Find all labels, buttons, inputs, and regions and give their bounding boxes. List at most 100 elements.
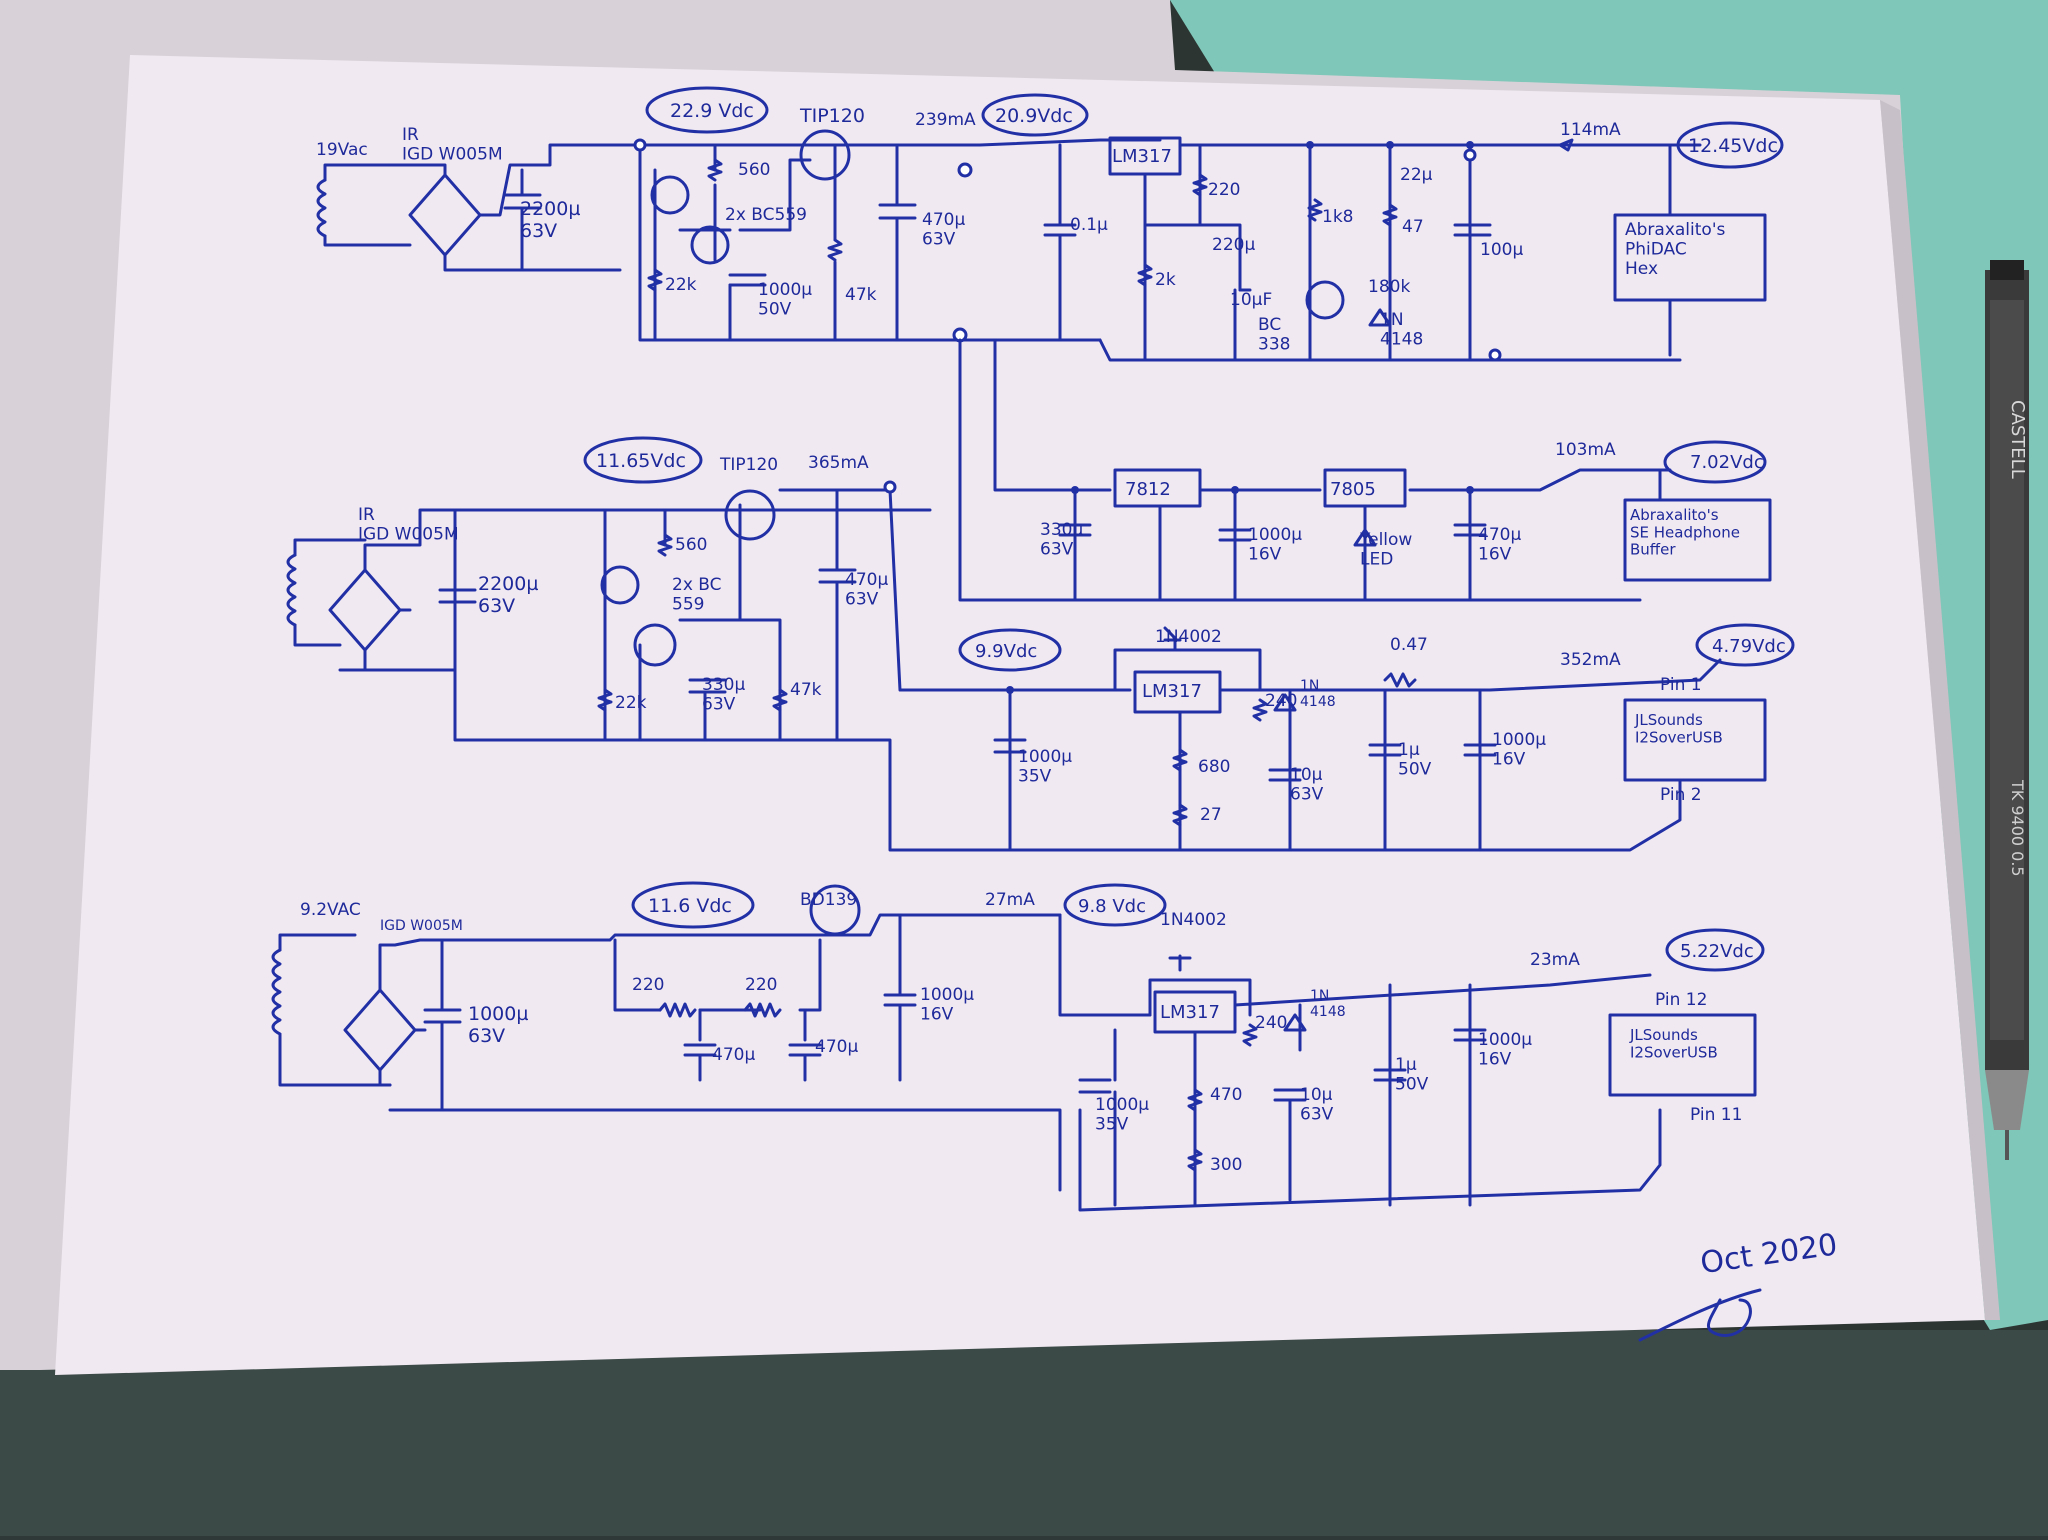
out-v-1: 20.9Vdc [995, 105, 1073, 127]
reg1-r-adj: 2k [1155, 270, 1176, 290]
section-reg-3 [888, 623, 1795, 852]
cap-1000-16-4 [1453, 983, 1487, 1207]
r3-label-1: 47k [845, 285, 877, 305]
cap-100 [1453, 223, 1492, 237]
reg3-pin-top: Pin 1 [1660, 675, 1702, 695]
cap-1000-35-3 [993, 738, 1027, 754]
reg3-r-set: 240 [1265, 691, 1297, 711]
cap-1000-ref-1 [728, 273, 767, 287]
section-rail-1 [316, 86, 1784, 362]
pencil-brand: CASTELL [2007, 400, 2028, 479]
cap-1000-16-3 [1463, 688, 1497, 852]
node-v-ellipse-1 [645, 86, 769, 134]
reg3-r-27: 27 [1200, 805, 1222, 825]
reg1-cap-bc: 10µF [1230, 290, 1272, 310]
cap-2200-2 [438, 588, 477, 604]
q-pair-1: 2x BC559 [725, 205, 807, 225]
load-headphone-buffer [1623, 498, 1772, 582]
resistor-47 [1382, 203, 1398, 227]
cap-470-pair [788, 1008, 822, 1082]
reg1-out-v: 12.45Vdc [1688, 135, 1778, 157]
current-1: 239mA [915, 110, 976, 130]
reg1-r-led: 1k8 [1322, 207, 1353, 227]
cap-1-50-3 [1368, 688, 1402, 852]
reg4-diode: 1N4002 [1160, 910, 1227, 930]
pencil-model: TK 9400 0.5 [2008, 779, 2027, 877]
resistor-27 [1172, 803, 1188, 827]
transistor-q2 [690, 225, 730, 265]
load-jlsounds-1 [1623, 698, 1767, 782]
current-3: 27mA [985, 890, 1035, 910]
reg4-current: 23mA [1530, 950, 1580, 970]
cap2-label-3: 470µ [815, 1037, 858, 1057]
r1-label-1: 560 [738, 160, 770, 180]
reg1-r-set: 220 [1208, 180, 1240, 200]
cap-470-16-reg2 [1453, 488, 1487, 602]
r3-label-2: 47k [790, 680, 822, 700]
resistor-47k-2 [772, 688, 788, 712]
reg3-diode: 1N4002 [1155, 627, 1222, 647]
cap-330-ref [688, 678, 727, 742]
node-v-2: 11.65Vdc [596, 450, 686, 472]
ac-in-1: 19Vac [316, 140, 368, 160]
current-2: 365mA [808, 453, 869, 473]
resistor-240-4 [1242, 1023, 1258, 1047]
cap-1000-63-3 [423, 938, 462, 1112]
load-jlsounds-2 [1608, 1013, 1757, 1097]
transistor-bc338 [1305, 280, 1345, 320]
resistor-47k-1 [827, 143, 843, 342]
transformer-coil-1 [316, 178, 327, 238]
cap-2200-1 [503, 168, 542, 272]
reg1-r-47: 47 [1402, 217, 1424, 237]
mechanical-pencil: CASTELL TK 9400 0.5 [1985, 260, 2029, 1160]
bd139 [809, 884, 861, 936]
paper-sheet [55, 55, 1985, 1375]
cap-330-reg2 [1058, 488, 1092, 602]
lm317-3 [1133, 670, 1222, 714]
transformer-coil-3 [271, 948, 282, 1036]
transistor-q3 [600, 565, 640, 605]
resistor-220-reg [1192, 173, 1208, 197]
reg1-r-180: 180k [1368, 277, 1410, 297]
section-rail-3 [271, 881, 1167, 1192]
resistor-22k-1 [647, 268, 663, 292]
load-phidac [1613, 213, 1767, 302]
paper-edge [1880, 100, 2000, 1320]
reg2-current: 103mA [1555, 440, 1616, 460]
r2-label-1: 22k [665, 275, 697, 295]
node-v-ellipse-2 [583, 436, 703, 484]
reg4-out-v: 5.22Vdc [1680, 941, 1754, 962]
led-yellow [1353, 528, 1377, 547]
reg1-cap-out: 100µ [1480, 240, 1523, 260]
reg2-ic1: 7812 [1125, 479, 1171, 500]
resistor-1k8 [1307, 198, 1323, 222]
r2-label-2: 22k [615, 693, 647, 713]
reg3-r-680: 680 [1198, 757, 1230, 777]
reg2-ic2: 7805 [1330, 479, 1376, 500]
transistor-q1 [650, 175, 690, 215]
reg1-ic: LM317 [1112, 146, 1172, 167]
section-rail-2 [286, 436, 1012, 782]
reg4-r-470: 470 [1210, 1085, 1242, 1105]
reg3-pin-bottom: Pin 2 [1660, 785, 1702, 805]
